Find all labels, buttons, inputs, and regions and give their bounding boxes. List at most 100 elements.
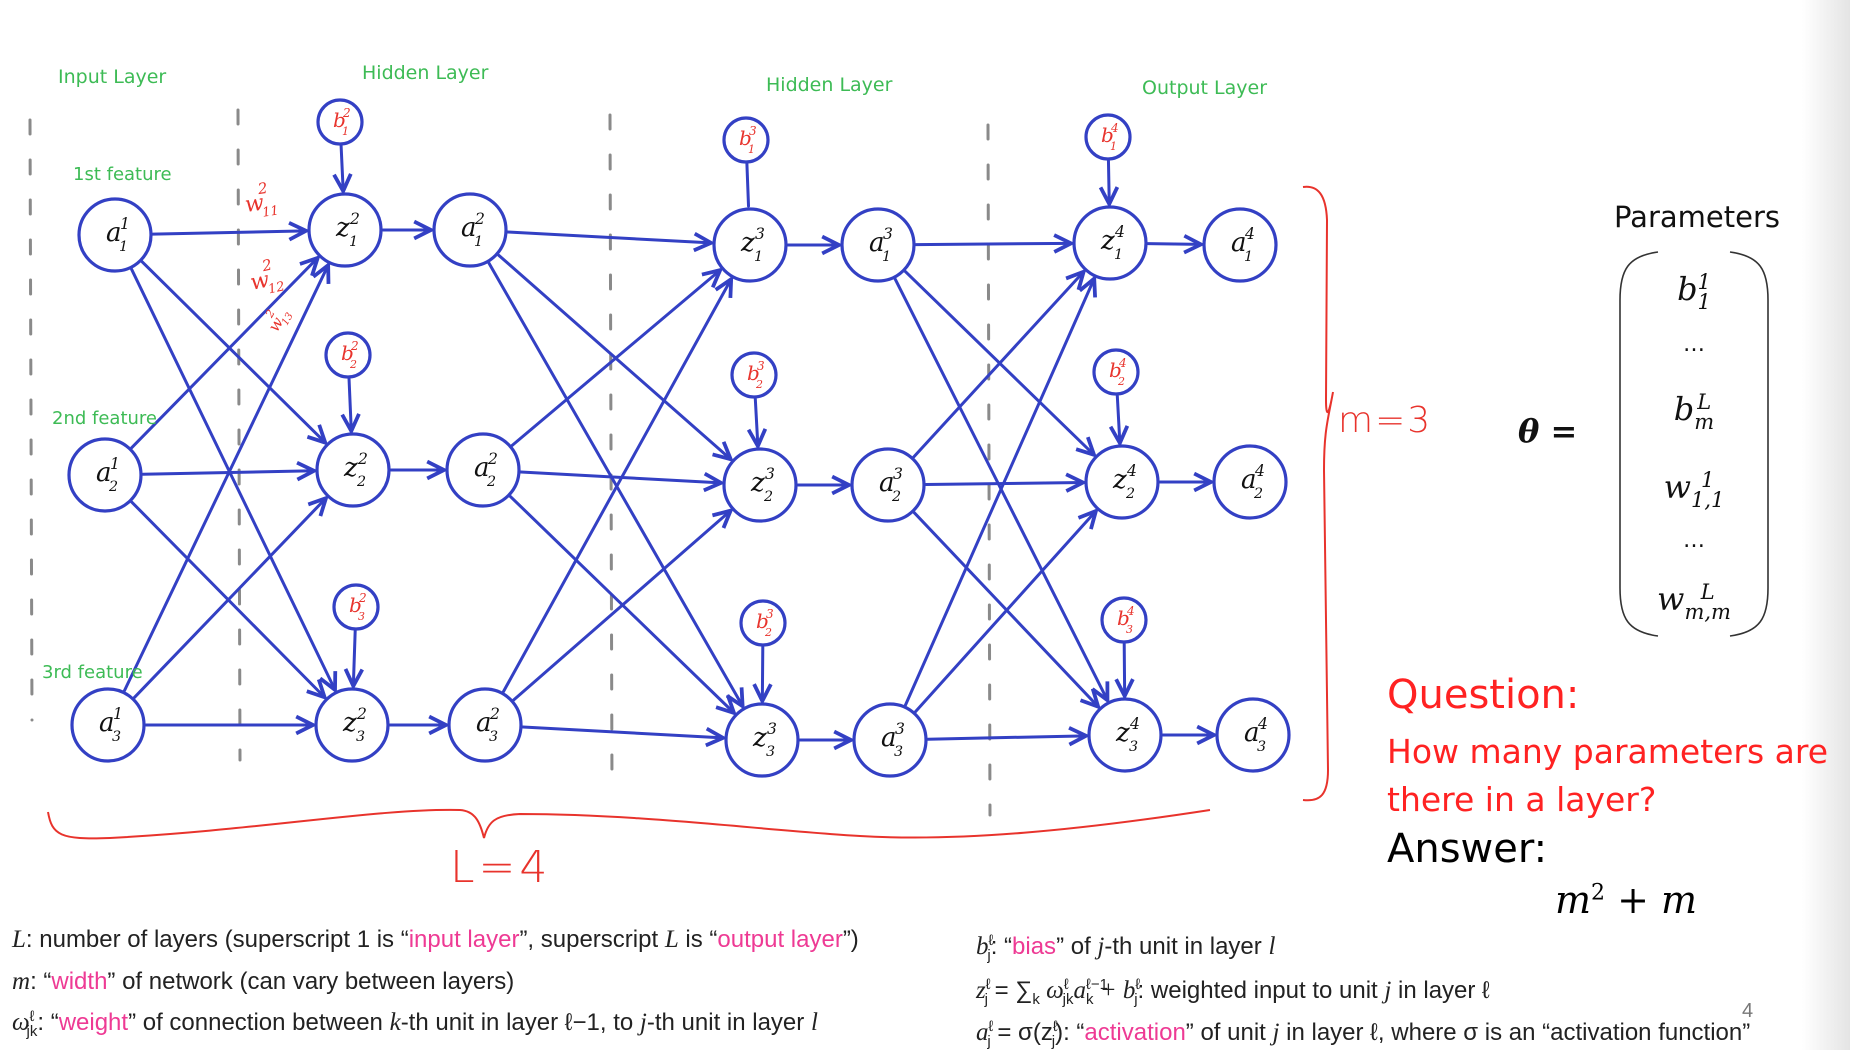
vector-ellipsis: … [1683,528,1705,553]
bias-label: b [1101,123,1114,147]
activation-subscript: 2 [486,474,496,490]
def-text: : number of layers (superscript 1 is “ [25,926,409,953]
bias-superscript: 4 [1110,121,1119,135]
def-symbol: l [1268,933,1276,960]
bias-circle [1100,596,1148,644]
weighted-input-circle [315,432,391,508]
width-brace [1302,185,1334,802]
weight-edge [130,500,325,697]
weight-edge [497,253,731,459]
bias-superscript: 2 [358,591,367,605]
def-symbol: j [639,1009,647,1036]
weighted-input-label: z [343,453,358,483]
depth-brace [47,808,1211,840]
bias-node: b21 [316,98,364,146]
def-sub: j [1051,1032,1056,1050]
activation-superscript: 2 [474,210,485,228]
input-activation-superscript: 1 [110,455,120,473]
bias-superscript: 4 [1118,356,1127,370]
def-text: is “ [678,926,718,953]
weighted-input-circle [1072,205,1148,281]
def-highlight: activation [1084,1019,1186,1046]
weighted-input-circle [307,192,383,268]
def-sup: ℓ−1 [1086,976,1108,993]
def-text: ”) [842,926,859,953]
def-text: = σ(z [997,1019,1053,1046]
activation-label: a [1241,465,1257,495]
def-symbol: m [12,968,31,995]
input-activation-node: a12 [67,437,143,513]
activation-circle [1212,444,1288,520]
bias-circle [332,583,380,631]
entry-subscript: m [1694,409,1715,434]
bias-edge [349,377,351,431]
def-text: ”, superscript [519,926,665,953]
def-sup: ℓ [988,932,994,949]
weighted-input-superscript: 4 [1129,715,1140,733]
entry-subscript: 1 [1697,289,1711,314]
weighted-input-circle [722,447,798,523]
weighted-input-subscript: 1 [754,249,763,265]
input-activation-label: a [99,708,115,738]
entry-base: w [1657,580,1685,618]
entry-base: b [1677,270,1698,308]
def-symbol: j [1097,933,1105,960]
bias-label: b [349,593,362,617]
bias-subscript: 3 [1126,623,1133,636]
depth-annotation: L=4 [450,842,552,893]
input-activation-subscript: 1 [119,239,128,255]
vector-parentheses [1619,251,1769,637]
def-text: in layer ℓ [1391,977,1490,1004]
def-sub: k [1032,990,1040,1008]
entry-subscript: m,m [1684,599,1731,624]
answer-title: Answer: [1387,826,1548,872]
weighted-input-superscript: 4 [1114,223,1125,241]
entry-superscript: 1 [1697,269,1711,294]
activation-label: a [1231,228,1247,258]
input-activation-circle [70,687,146,763]
input-layer-label: Input Layer [58,66,167,88]
def-symbol: ω [12,1009,30,1036]
input-activation-label: a [96,458,112,488]
activation-circle [1202,207,1278,283]
weighted-input-label: z [752,723,767,753]
bias-label: b [739,126,752,150]
input-activation-superscript: 1 [113,705,123,723]
def-symbol: a [1073,977,1087,1004]
activation-label: a [474,453,490,483]
activation-subscript: 3 [1257,739,1266,755]
hidden-layer-2-label: Hidden Layer [766,74,893,96]
def-highlight: output layer [717,926,843,953]
activation-label: a [869,228,885,258]
def-sub: jk [26,1022,38,1040]
activation-superscript: 4 [1244,225,1255,243]
def-highlight: bias [1012,933,1057,960]
def-symbol: + b [1093,977,1136,1004]
weighted-input-circle [1087,697,1163,773]
weight-edge [487,261,743,706]
activation-node: a23 [447,687,523,763]
bias-node: b41 [1084,113,1132,161]
def-text: ” of connection between [128,1009,390,1036]
def-text: ” of unit [1185,1019,1273,1046]
definition-weighted-input: zℓj = ∑k ωℓjkaℓ−1k + bℓj: weighted input… [976,976,1490,1008]
input-activation-node: a11 [77,197,153,273]
theta-lhs: θ = [1518,412,1577,450]
def-sub: k [1085,990,1094,1008]
activation-superscript: 3 [883,225,893,243]
bias-superscript: 3 [757,359,765,373]
bias-circle [1092,348,1140,396]
layer-separator [608,113,614,792]
weighted-input-label: z [1100,226,1115,256]
bias-subscript: 3 [358,610,365,623]
weight-edge [912,511,1098,707]
weight-edge [903,269,1094,454]
weight-edge [132,498,326,700]
activation-node: a43 [1215,697,1291,773]
bias-node: b42 [1092,348,1140,396]
